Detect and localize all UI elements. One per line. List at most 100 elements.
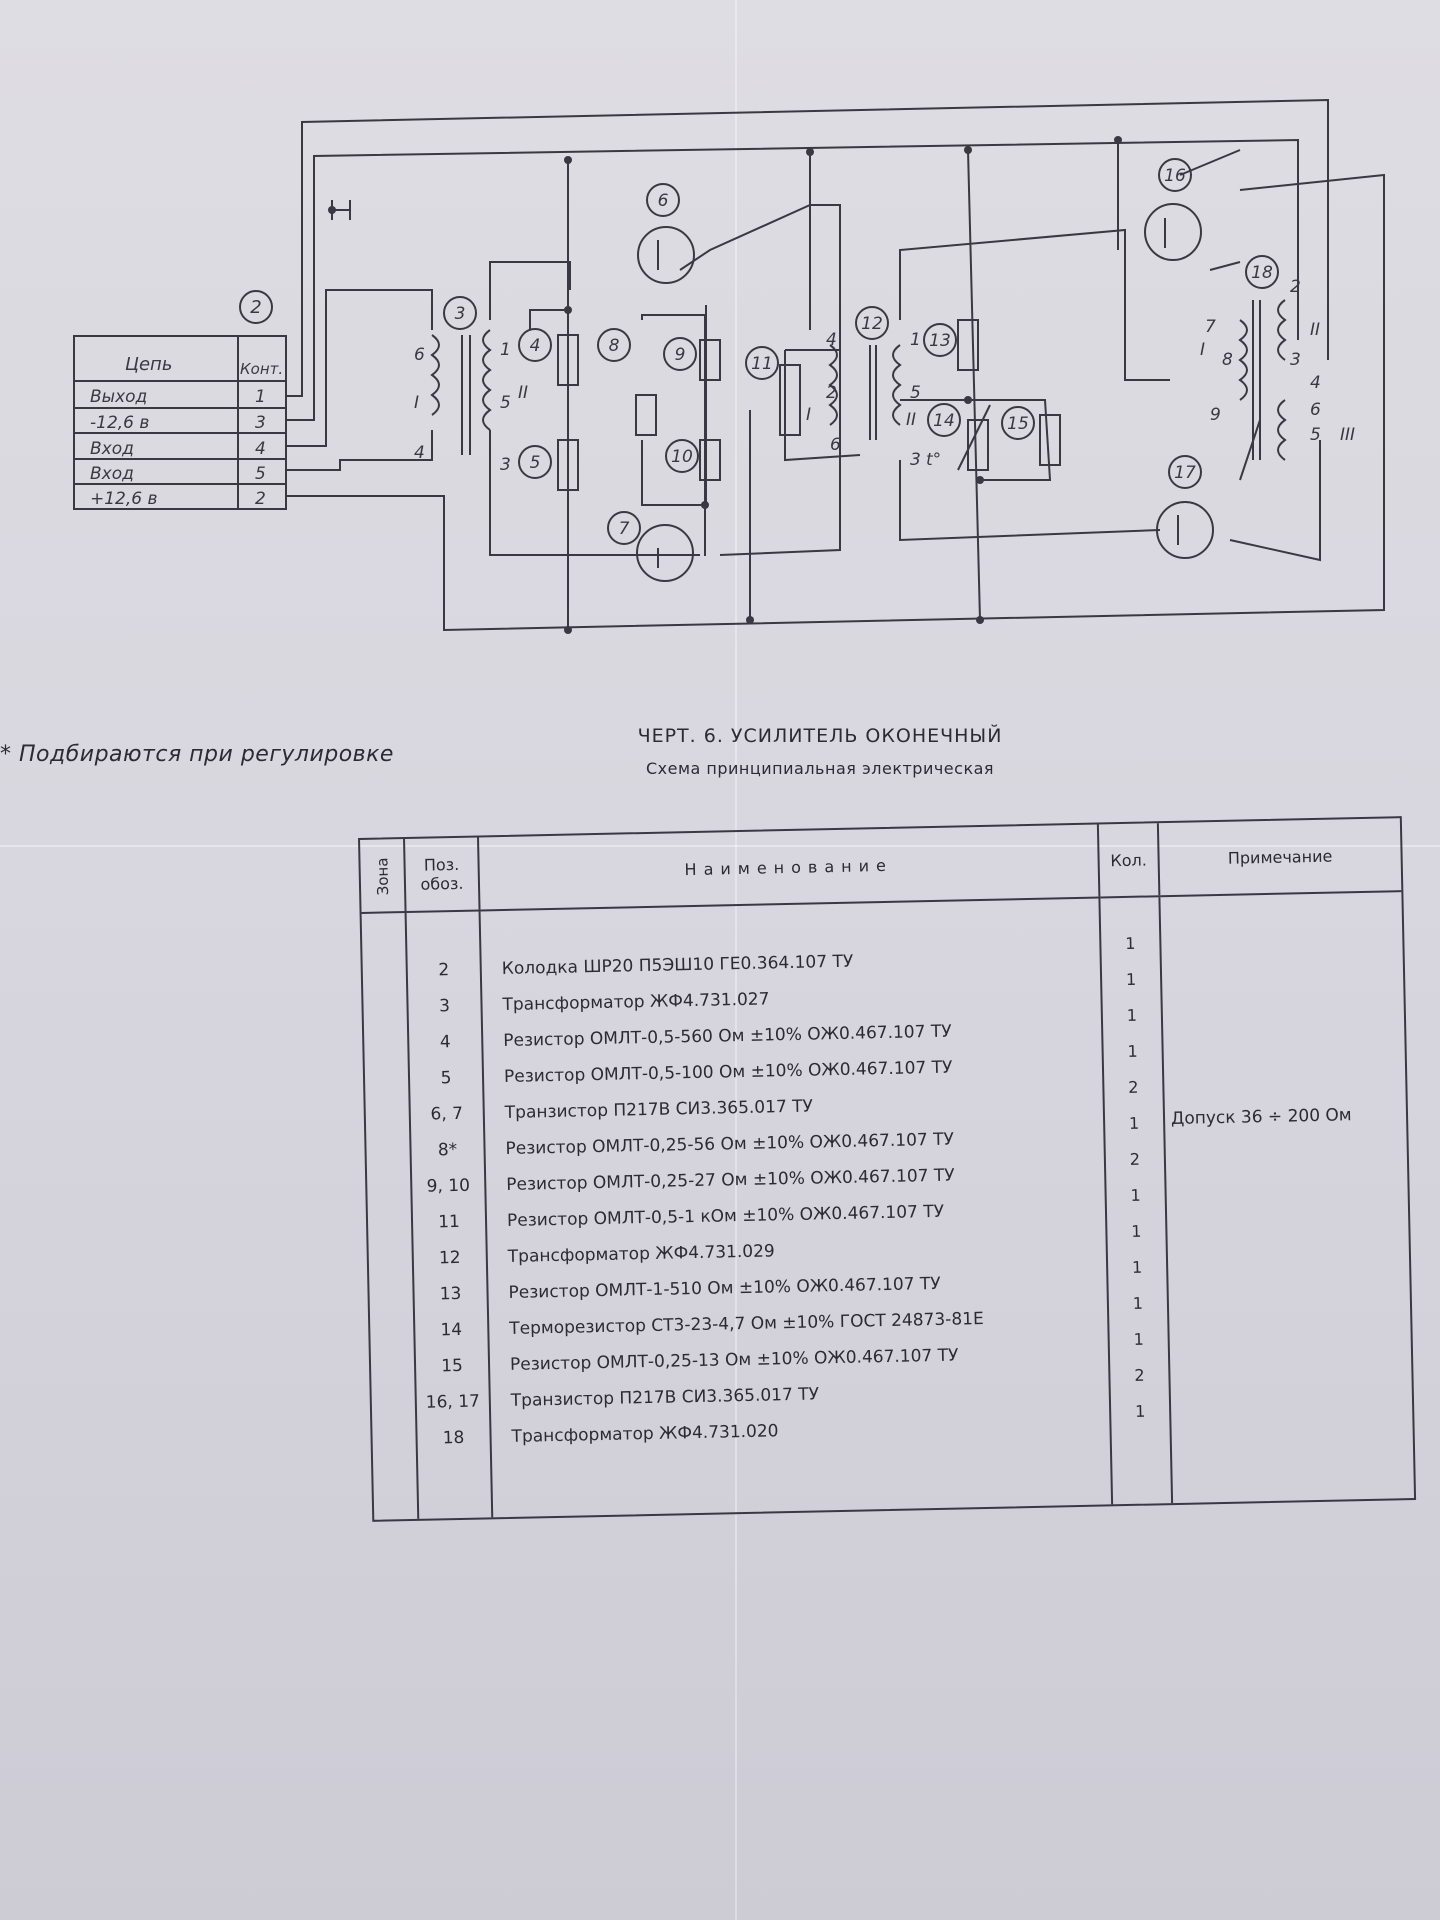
component-label: 18 [1251, 263, 1273, 283]
header-remark: Примечание [1157, 818, 1402, 897]
table-cell-pos: 3 [438, 996, 451, 1017]
winding-label: 3 [500, 455, 511, 475]
table-cell-pos: 14 [440, 1319, 463, 1341]
winding-label: 8 [1222, 350, 1233, 370]
wiring [286, 98, 1385, 632]
winding-label: II [906, 410, 916, 430]
table-cell-qty: 2 [1128, 1077, 1139, 1097]
adjustment-note: * Подбираются при регулировке [0, 742, 394, 767]
header-pos: Поз. обоз. [404, 837, 480, 913]
component-label: 6 [658, 191, 669, 211]
table-cell-pos: 11 [438, 1211, 461, 1233]
component-label: 13 [929, 331, 951, 351]
table-cell-qty: 1 [1131, 1221, 1142, 1241]
drawing-title: ЧЕРТ. 6. УСИЛИТЕЛЬ ОКОНЕЧНЫЙ [637, 725, 1003, 747]
component-label: 10 [671, 447, 693, 467]
remark-column: Допуск 36 ÷ 200 Ом [1159, 891, 1415, 1504]
table-cell-qty: 1 [1128, 1113, 1140, 1133]
table-cell-qty: 1 [1131, 1257, 1143, 1277]
component-label: 12 [861, 314, 883, 334]
component-ref-circles [518, 158, 1279, 545]
table-cell-pos: 5 [440, 1068, 452, 1089]
table-cell-qty: 1 [1125, 933, 1136, 953]
winding-label: I [1200, 340, 1205, 360]
winding-label: 1 [500, 340, 511, 360]
component-label: 9 [675, 345, 686, 365]
table-cell-qty: 1 [1133, 1329, 1144, 1349]
component-label: 17 [1174, 463, 1196, 483]
winding-label: 1 [910, 330, 921, 350]
winding-label: II [1310, 320, 1320, 340]
component-label: 16 [1164, 166, 1186, 186]
winding-label: 9 [1210, 405, 1221, 425]
winding-label: 3 [1290, 350, 1301, 370]
component-label: 3 [455, 304, 466, 324]
winding-label: 4 [414, 443, 425, 463]
table-cell-pos: 13 [439, 1283, 462, 1305]
winding-label: t° [926, 450, 941, 470]
table-cell-pos: 12 [438, 1247, 461, 1269]
connector-ref-label: 2 [250, 297, 261, 318]
component-label: 11 [751, 354, 773, 374]
winding-label: 7 [1205, 317, 1216, 337]
table-cell-qty: 2 [1134, 1365, 1145, 1385]
table-cell-qty: 1 [1134, 1401, 1146, 1421]
winding-label: 3 [910, 450, 921, 470]
connector-row-circuit: Вход [90, 464, 134, 484]
pos-column: 2 3 4 5 6, 7 8* 9, 10 11 12 13 14 15 16,… [405, 910, 493, 1519]
component-label: 5 [530, 453, 541, 473]
connector-header-contact: Конт. [240, 360, 283, 378]
connector-row-circuit: Вход [90, 439, 134, 459]
name-column: Колодка ШР20 П5ЭШ10 ГЕ0.364.107 ТУ Транс… [479, 897, 1113, 1518]
table-cell-pos: 16, 17 [425, 1391, 481, 1413]
table-cell-qty: 1 [1125, 969, 1137, 989]
table-cell-pos: 2 [438, 960, 450, 981]
header-zone: Зона [360, 839, 406, 913]
table-cell-pos: 18 [442, 1427, 465, 1449]
junction-dots [328, 136, 1122, 634]
drawing-subtitle: Схема принципиальная электрическая [645, 759, 995, 778]
table-cell-qty: 2 [1129, 1149, 1141, 1169]
connector-row-contact: 2 [255, 489, 266, 509]
winding-label: 4 [826, 330, 837, 350]
table-cell-qty: 1 [1132, 1293, 1144, 1313]
connector-row-contact: 3 [255, 413, 266, 433]
winding-label: 5 [910, 383, 921, 403]
winding-label: 5 [500, 393, 511, 413]
component-label: 8 [609, 336, 620, 356]
connector-row-contact: 4 [255, 439, 266, 459]
winding-label: 6 [1310, 400, 1321, 420]
winding-label: II [518, 383, 528, 403]
winding-label: 2 [826, 383, 837, 403]
header-name: Наименование [478, 824, 1100, 911]
winding-label: I [806, 405, 811, 425]
winding-label: 6 [830, 435, 841, 455]
component-label: 7 [619, 519, 630, 539]
table-cell-pos: 9, 10 [426, 1175, 471, 1197]
circuit-schematic: 2 Цепь Конт. Выход 1 -12,6 в 3 Вход 4 Вх… [73, 98, 1385, 634]
table-cell-qty: 1 [1127, 1041, 1138, 1061]
resistors [557, 319, 1061, 491]
connector-row-circuit: +12,6 в [90, 489, 158, 509]
connector-ref-circle [239, 290, 273, 324]
winding-label: 2 [1290, 277, 1301, 297]
table-cell-remark: Допуск 36 ÷ 200 Ом [1170, 1105, 1352, 1130]
fold-crease-vertical [735, 0, 737, 1920]
connector-row-contact: 1 [255, 387, 266, 407]
drawing-caption: ЧЕРТ. 6. УСИЛИТЕЛЬ ОКОНЕЧНЫЙ Схема принц… [560, 725, 1080, 778]
winding-label: 6 [414, 345, 425, 365]
connector-row-circuit: Выход [90, 387, 147, 407]
component-label: 4 [530, 336, 541, 356]
connector-block [73, 290, 287, 510]
connector-row-circuit: -12,6 в [90, 413, 149, 433]
transformer-18 [1238, 299, 1287, 461]
winding-label: 4 [1310, 373, 1321, 393]
parts-list-table: Зона Поз. обоз. Наименование Кол. Примеч… [358, 816, 1417, 1522]
connector-row-contact: 5 [255, 464, 266, 484]
component-label: 14 [933, 411, 955, 431]
winding-label: 5 [1310, 425, 1321, 445]
winding-label: III [1340, 425, 1355, 445]
fold-crease-horizontal [0, 845, 1440, 847]
table-cell-qty: 1 [1126, 1005, 1138, 1025]
